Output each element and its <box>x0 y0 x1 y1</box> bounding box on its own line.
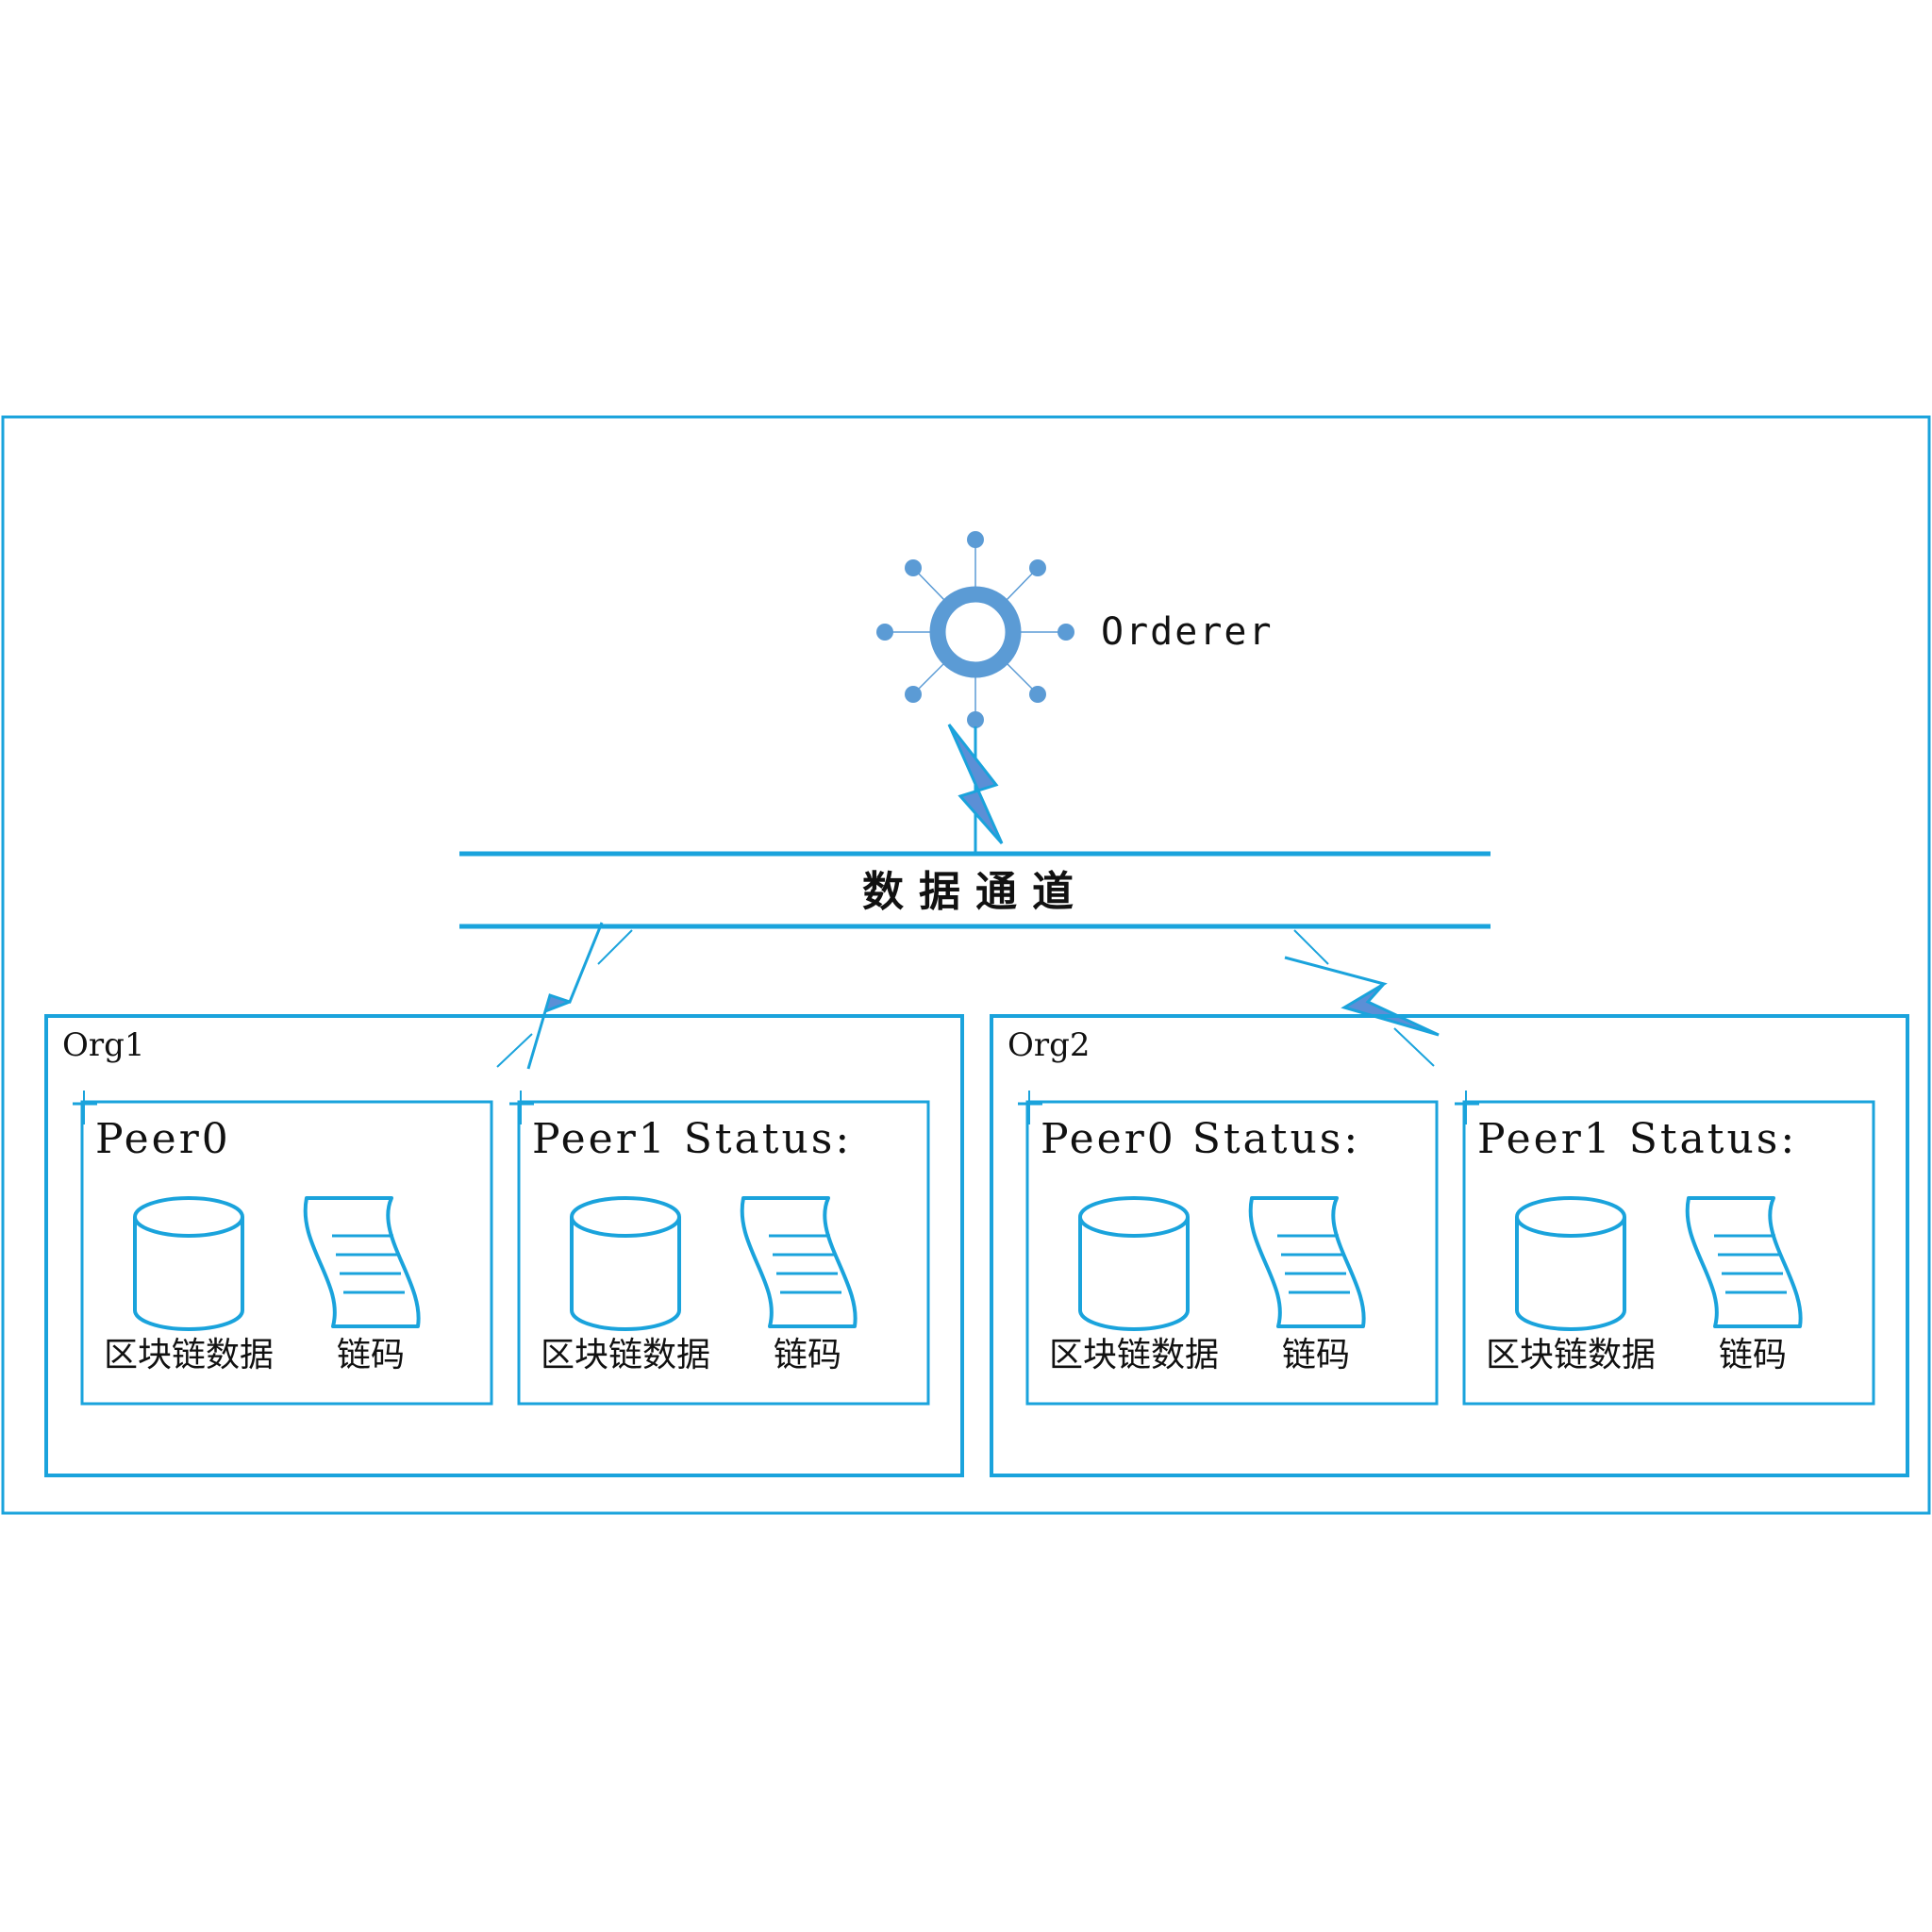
database-cylinder-icon <box>570 1196 681 1331</box>
peer-frame <box>517 1100 930 1406</box>
peer-title: Peer0 <box>95 1115 231 1163</box>
org-frame <box>44 1014 964 1477</box>
lightning-bolt-icon <box>526 922 604 1070</box>
peer-frame <box>1462 1100 1875 1406</box>
peer-0: Peer0 区块链数据 链码 <box>73 1091 493 1406</box>
org-name: Org1 <box>62 1026 145 1064</box>
database-label: 区块链数据 <box>541 1336 710 1374</box>
database-cylinder-icon <box>1078 1196 1190 1331</box>
channel-label: 数据通道 <box>862 868 1089 916</box>
database-label: 区块链数据 <box>1486 1336 1656 1374</box>
org-name: Org2 <box>1008 1026 1091 1064</box>
peer-title: Peer0 Status: <box>1041 1115 1360 1163</box>
lightning-bolt-icon <box>947 724 1004 844</box>
peer-frame <box>80 1100 493 1406</box>
database-label: 区块链数据 <box>104 1336 274 1374</box>
lightning-bolt-icon <box>1284 956 1440 1037</box>
data-channel: 数据通道 <box>459 851 1491 929</box>
org-frame <box>990 1014 1909 1477</box>
peer-1: Peer1 Status: 区块链数据 链码 <box>509 1091 930 1406</box>
peer-1: Peer1 Status: 区块链数据 链码 <box>1455 1091 1875 1406</box>
chaincode-label: 链码 <box>337 1336 405 1374</box>
chaincode-label: 链码 <box>1719 1336 1787 1374</box>
peer-title: Peer1 Status: <box>1477 1115 1797 1163</box>
outer-frame <box>1 415 1931 1515</box>
database-cylinder-icon <box>1515 1196 1626 1331</box>
peer-0: Peer0 Status: 区块链数据 链码 <box>1018 1091 1439 1406</box>
chaincode-label: 链码 <box>1282 1336 1350 1374</box>
orderer-network-icon <box>876 531 1074 728</box>
chaincode-document-icon <box>740 1196 858 1328</box>
chaincode-document-icon <box>303 1196 421 1328</box>
chaincode-document-icon <box>1685 1196 1803 1328</box>
database-cylinder-icon <box>133 1196 244 1331</box>
database-label: 区块链数据 <box>1049 1336 1219 1374</box>
organizations: Org1Peer0区块链数据链码Peer1 Status:区块链数据链码Org2… <box>44 1014 1909 1477</box>
peer-title: Peer1 Status: <box>532 1115 852 1163</box>
orderer-label: Orderer <box>1101 610 1274 654</box>
org2-channel-link <box>1284 929 1440 1067</box>
chaincode-label: 链码 <box>774 1336 841 1374</box>
chaincode-document-icon <box>1248 1196 1366 1328</box>
peer-frame <box>1025 1100 1439 1406</box>
org1-channel-link <box>496 922 633 1070</box>
